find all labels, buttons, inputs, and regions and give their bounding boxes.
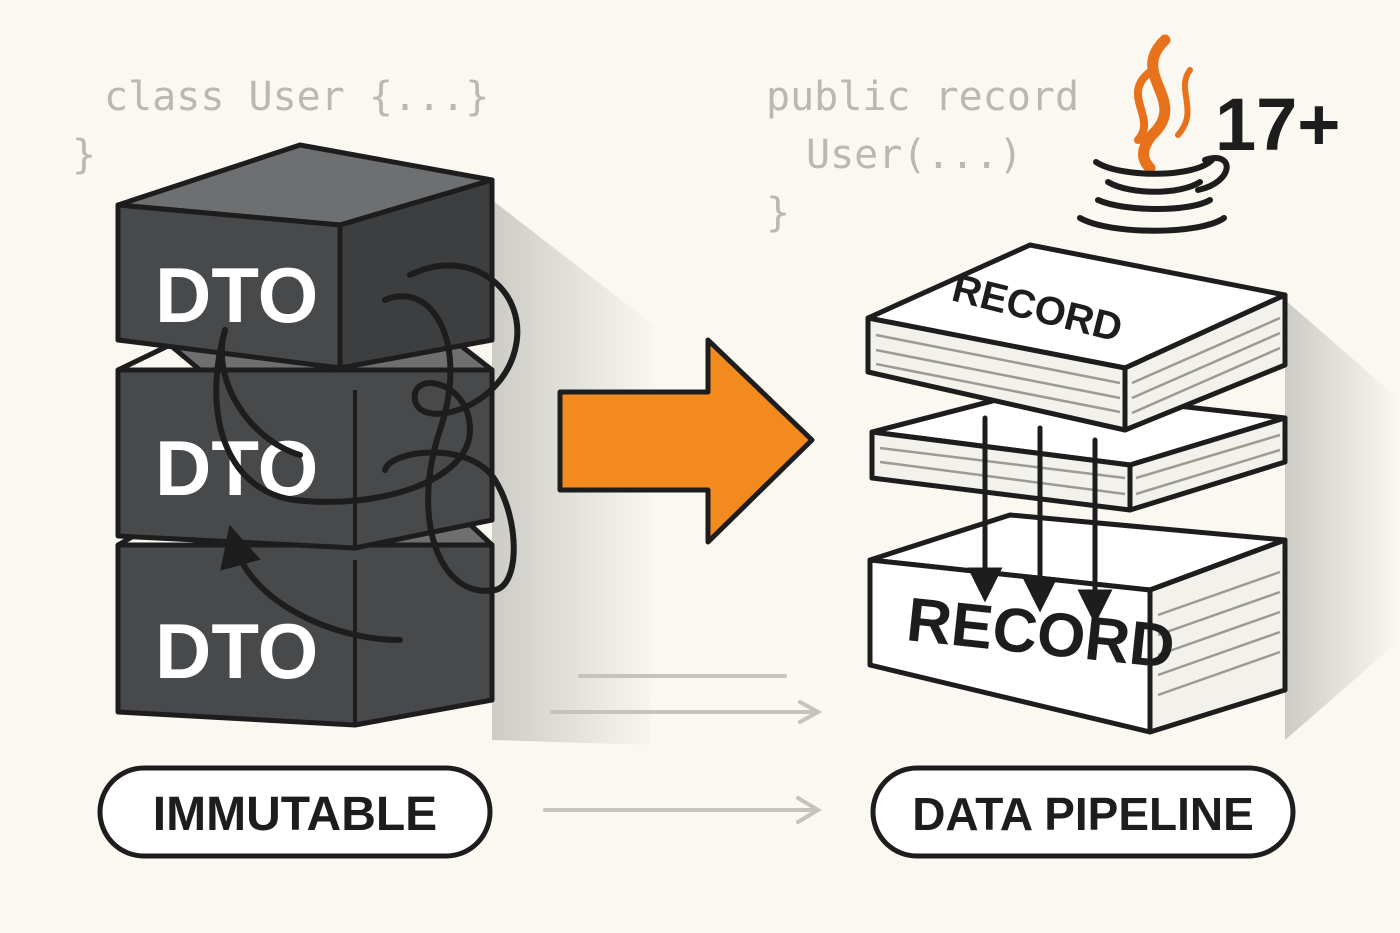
record-block-bottom [867, 512, 1288, 735]
code-left-line-1: class User {...} [104, 74, 489, 120]
record-stack-shadow [1285, 300, 1400, 740]
code-left-line-2: } [72, 132, 96, 178]
data-pipeline-pill: DATA PIPELINE [870, 765, 1296, 859]
code-right: public record User(...) } [766, 74, 1079, 236]
pipeline-arrows [967, 415, 1113, 625]
dto-label-top: DTO [155, 251, 318, 339]
immutable-label: IMMUTABLE [153, 788, 437, 841]
java-coffee-icon [1077, 34, 1230, 234]
version-badge: 17+ [1215, 83, 1341, 166]
code-right-line-3: } [766, 190, 790, 236]
transform-arrow [557, 337, 815, 545]
data-pipeline-label: DATA PIPELINE [912, 788, 1254, 840]
code-left: class User {...} } [72, 74, 489, 178]
tangled-references [213, 262, 521, 643]
dto-label-bottom: DTO [155, 607, 318, 695]
flow-lines [543, 674, 823, 824]
dto-labels: DTO DTO DTO [155, 251, 318, 695]
code-right-line-1: public record [766, 74, 1079, 120]
code-right-line-2: User(...) [806, 132, 1023, 178]
record-block-top [865, 242, 1288, 433]
dto-block-middle [115, 342, 495, 551]
immutable-pill: IMMUTABLE [97, 765, 493, 859]
